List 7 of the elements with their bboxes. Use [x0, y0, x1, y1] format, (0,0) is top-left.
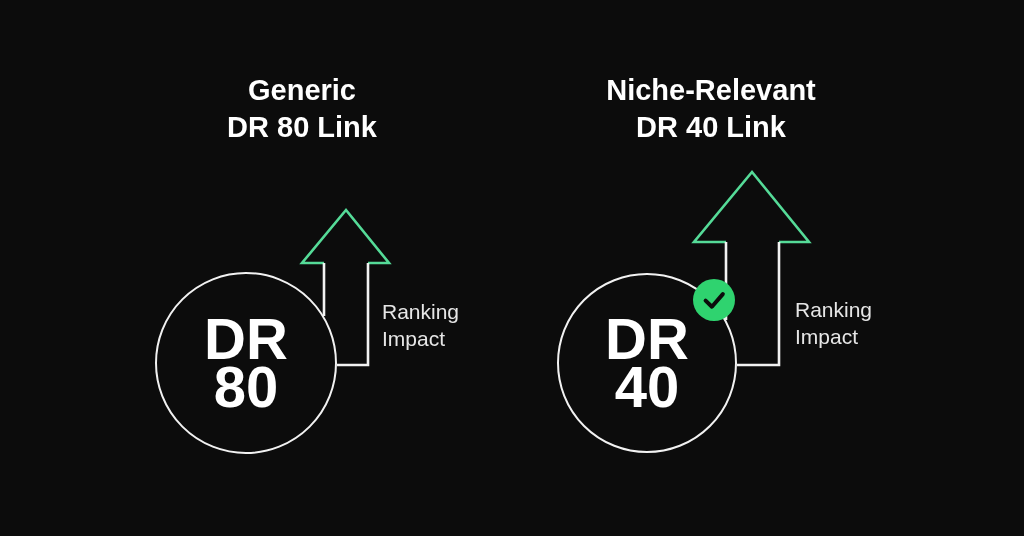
node-label: DR 80	[203, 315, 289, 411]
impact-label: Ranking Impact	[382, 299, 461, 352]
impact-label: Ranking Impact	[795, 297, 874, 350]
heading: Niche-Relevant DR 40 Link	[605, 73, 817, 145]
heading: Generic DR 80 Link	[226, 73, 378, 145]
circle-node	[155, 272, 337, 454]
node-label: DR 40	[604, 315, 690, 411]
